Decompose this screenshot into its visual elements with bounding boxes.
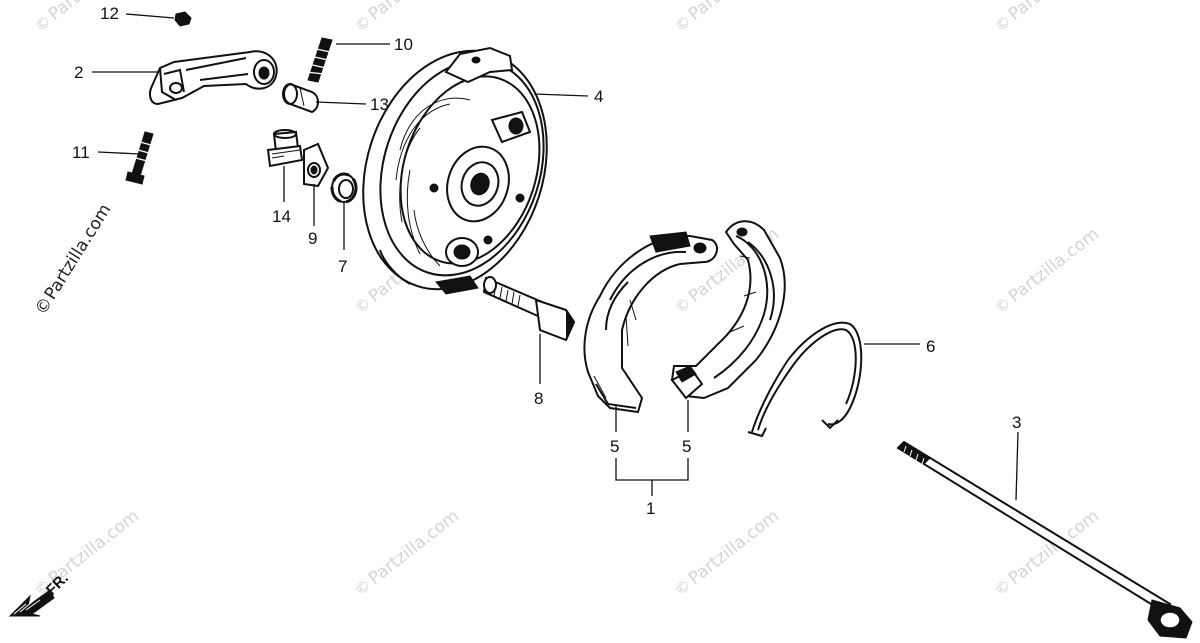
watermark-text: Partzilla.com [1005, 224, 1103, 307]
watermark-text: Partzilla.com [45, 0, 143, 25]
part-label-7: 7 [338, 257, 347, 276]
part-3-axle [896, 440, 1193, 639]
part-4-brake-panel [362, 46, 548, 295]
part-2-brake-arm [149, 50, 278, 106]
watermark-text: Partzilla.com [365, 506, 463, 589]
part-label-8: 8 [534, 389, 543, 408]
watermark-text: Partzilla.com [685, 0, 783, 25]
part-14-fitting [266, 129, 304, 168]
part-label-14: 14 [272, 207, 291, 226]
part-label-10: 10 [394, 35, 413, 54]
part-9-indicator-plate [303, 142, 330, 188]
watermark-text: Partzilla.com [41, 201, 116, 304]
leader-13 [315, 101, 367, 105]
part-label-5-left: 5 [610, 437, 619, 456]
part-label-12: 12 [100, 4, 119, 23]
leader-lines [92, 13, 1019, 501]
part-13-pin [282, 82, 319, 114]
part-5-brake-shoe-left [583, 231, 719, 414]
part-label-11: 11 [72, 143, 90, 162]
leader-1-bracket [615, 458, 689, 496]
watermark-text: Partzilla.com [685, 506, 783, 589]
part-label-3: 3 [1012, 413, 1021, 432]
part-7-seal [330, 172, 358, 204]
leader-4 [533, 93, 589, 97]
part-6-spring [747, 321, 863, 438]
part-5-brake-shoe-right [670, 220, 786, 400]
part-label-9: 9 [308, 229, 317, 248]
leader-3 [1015, 431, 1019, 501]
part-label-5-right: 5 [682, 437, 691, 456]
part-label-6: 6 [926, 337, 935, 356]
part-12-nut [174, 11, 192, 27]
part-11-bolt [125, 131, 154, 185]
part-label-2: 2 [74, 63, 83, 82]
leader-11 [97, 151, 141, 155]
part-8-brake-cam [482, 276, 576, 342]
watermark-text: Partzilla.com [365, 0, 463, 25]
watermark-text: Partzilla.com [1005, 0, 1103, 25]
part-label-13: 13 [370, 95, 389, 114]
leader-12 [125, 13, 175, 19]
part-label-4: 4 [594, 87, 603, 106]
part-labels: 12 2 10 13 11 4 14 9 7 8 5 5 1 6 3 [72, 4, 1021, 518]
part-10-bolt [305, 37, 333, 83]
part-label-1: 1 [646, 499, 655, 518]
